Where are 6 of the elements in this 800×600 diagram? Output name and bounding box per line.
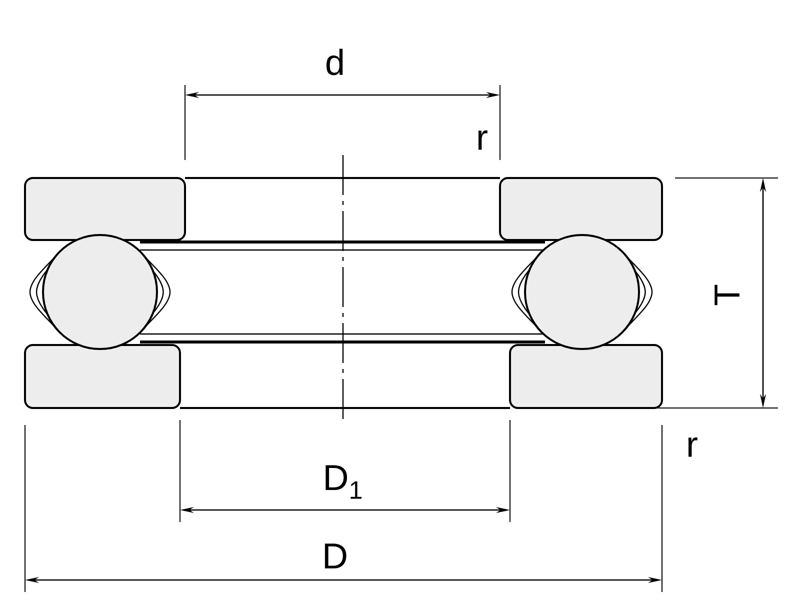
dimension-label: T	[714, 284, 740, 306]
dimension-label: d	[326, 48, 343, 76]
dimension-label: D$_{1}$	[326, 465, 362, 499]
dimension-label: D	[324, 544, 346, 568]
dimension-label: r	[478, 130, 488, 150]
dimension-label: r	[688, 437, 698, 457]
